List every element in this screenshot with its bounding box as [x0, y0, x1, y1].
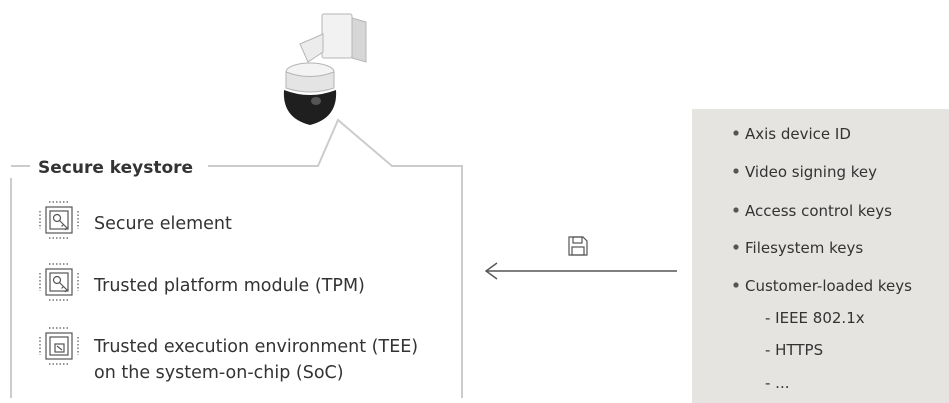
- subkey-https: - HTTPS: [765, 341, 823, 359]
- item-tpm: Trusted platform module (TPM): [93, 276, 365, 296]
- item-secure-element: Secure element: [94, 214, 232, 234]
- key-axis-device-id: Axis device ID: [745, 125, 851, 143]
- key-customer-loaded: Customer-loaded keys: [745, 277, 912, 295]
- transfer-arrow: [484, 262, 677, 280]
- ptz-camera-icon: [283, 13, 367, 125]
- keys-panel: [692, 109, 949, 403]
- subkey-more: - ...: [765, 374, 790, 392]
- key-video-signing: Video signing key: [745, 163, 877, 181]
- bullet-icon: [733, 130, 739, 136]
- item-tee-line1: Trusted execution environment (TEE): [93, 337, 418, 357]
- bullet-icon: [733, 282, 739, 288]
- bullet-icon: [733, 207, 739, 213]
- bullet-icon: [733, 244, 739, 250]
- item-tee-line2: on the system-on-chip (SoC): [94, 363, 344, 383]
- key-access-control: Access control keys: [745, 202, 892, 220]
- bullet-icon: [733, 168, 739, 174]
- floppy-disk-icon: [568, 236, 588, 256]
- keystore-title: Secure keystore: [38, 158, 193, 178]
- chip-tee-icon: [39, 327, 79, 365]
- key-filesystem: Filesystem keys: [745, 239, 863, 257]
- chip-key-icon: [39, 201, 79, 239]
- subkey-ieee: - IEEE 802.1x: [765, 309, 865, 327]
- keystore-callout: [10, 118, 463, 398]
- chip-key-icon: [39, 263, 79, 301]
